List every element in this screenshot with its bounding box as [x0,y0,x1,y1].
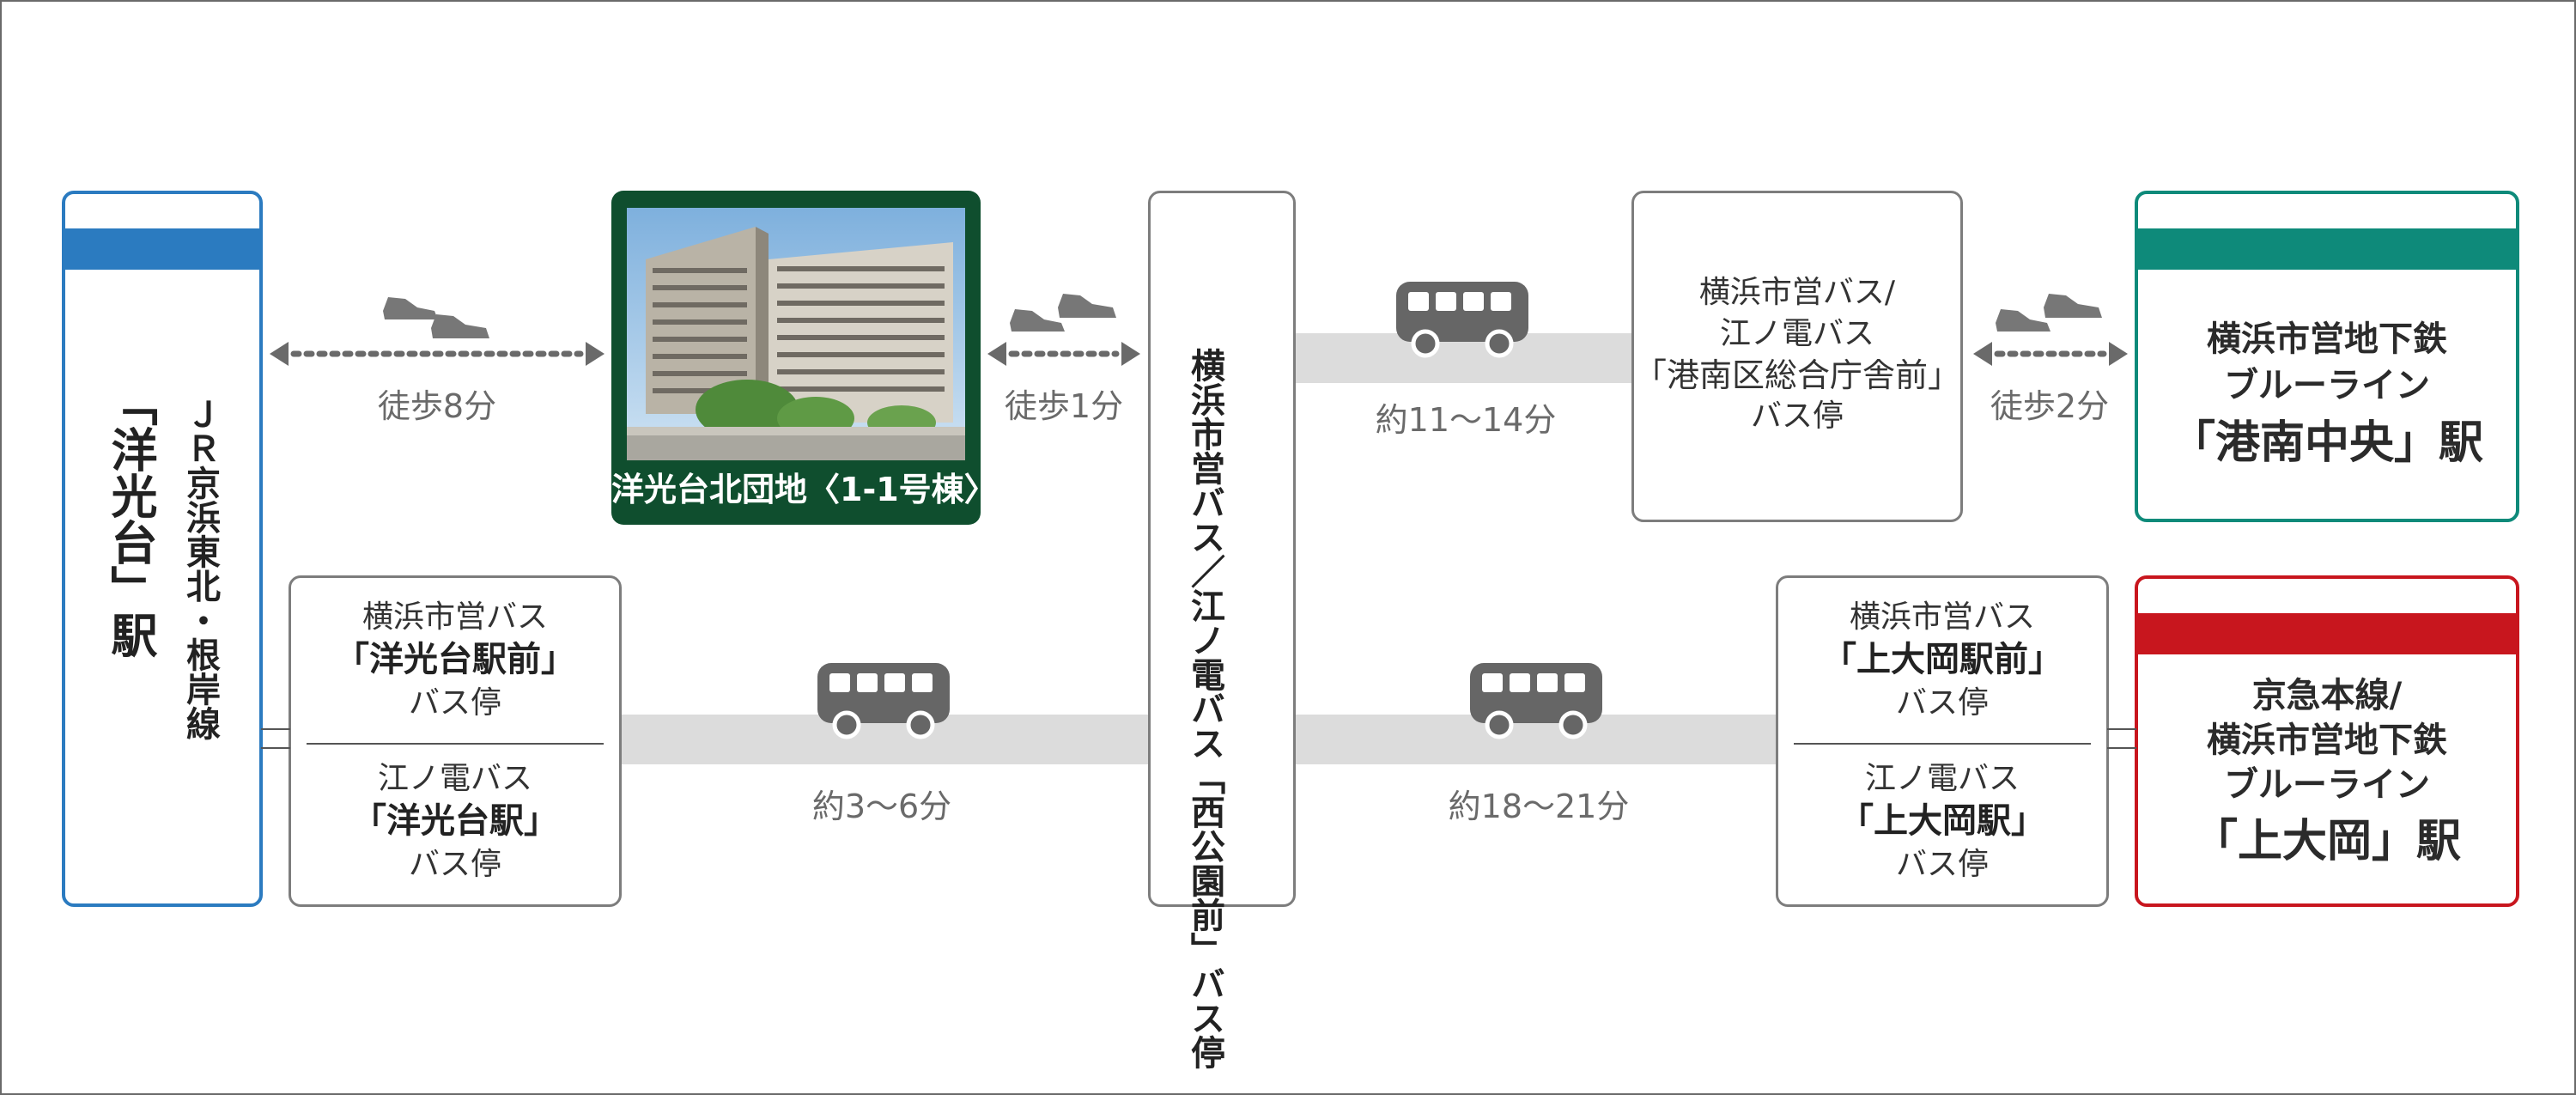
line-color-stripe [2138,228,2516,270]
walking-shoes-icon [1996,294,2102,332]
station-line-name: ＪＲ京浜東北・根岸線 [180,397,220,740]
divider [1794,743,2091,745]
station-line-3: ブルーライン [2224,765,2430,805]
stop-line-1: 横浜市営バス [1849,599,2035,635]
line-color-stripe [2138,613,2516,654]
bus-stop-label: 横浜市営バス／江ノ電バス「西公園前」バス停 [1185,348,1224,1069]
time-bus-kamiooka: 約18〜21分 [1448,788,1630,825]
stop-line-6: バス停 [1895,847,1989,882]
station-line-2: 横浜市営地下鉄 [2207,721,2447,760]
line-color-stripe [65,228,259,270]
stop-line-3: 「港南区総合庁舎前」 [1634,356,1961,394]
stop-line-1: 横浜市営バス/ [1698,275,1896,310]
property-card[interactable]: 洋光台北団地〈1-1号棟〉 [611,191,997,525]
time-walk-stop: 徒歩1分 [1004,387,1124,425]
stop-line-1: 横浜市営バス [361,599,548,635]
stop-line-5: 「洋光台駅」 [352,801,558,841]
station-name: 「上大岡」駅 [2192,816,2461,867]
station-name: 「洋光台」駅 [103,380,157,658]
station-konan-chuo[interactable]: 横浜市営地下鉄 ブルーライン 「港南中央」駅 [2135,191,2519,522]
stop-line-6: バス停 [408,847,501,882]
time-bus-konan: 約11〜14分 [1375,401,1557,439]
stop-line-2: 「上大岡駅前」 [1822,640,2063,679]
stop-line-5: 「上大岡駅」 [1839,801,2045,841]
stop-line-2: 「洋光台駅前」 [335,640,575,679]
bus-stop-konanku-sogochosha[interactable]: 横浜市営バス/ 江ノ電バス 「港南区総合庁舎前」 バス停 [1631,191,1963,522]
stop-line-2: 江ノ電バス [1719,316,1874,351]
station-line-1: 京急本線/ [2251,676,2403,715]
bus-icon [817,663,950,739]
stop-line-4: 江ノ電バス [377,761,532,796]
bus-icon [1470,663,1602,739]
bus-stop-yokodai[interactable]: 横浜市営バス 「洋光台駅前」 バス停 江ノ電バス 「洋光台駅」 バス停 [289,575,622,907]
time-bus-yokodai: 約3〜6分 [811,788,952,825]
time-walk-konan: 徒歩2分 [1990,387,2110,425]
station-line-2: ブルーライン [2224,366,2430,405]
divider [307,743,604,745]
property-name: 洋光台北団地〈1-1号棟〉 [611,471,997,508]
station-kamiooka[interactable]: 京急本線/ 横浜市営地下鉄 ブルーライン 「上大岡」駅 [2135,575,2519,907]
stop-line-3: バス停 [408,685,501,721]
station-line-1: 横浜市営地下鉄 [2207,319,2447,359]
station-name: 「港南中央」駅 [2170,417,2483,469]
time-walk-station: 徒歩8分 [377,387,497,425]
stop-line-4: バス停 [1750,398,1844,434]
walk-arrow-stop-to-konanchuo [1973,342,2128,366]
bus-icon [1396,282,1528,358]
walk-arrow-property-to-stop [987,342,1140,366]
connector-kamiooka [2107,728,2136,749]
walking-shoes-icon [383,297,489,338]
station-yokodai[interactable]: ＪＲ京浜東北・根岸線 「洋光台」駅 [62,191,263,907]
bus-stop-kamiooka[interactable]: 横浜市営バス 「上大岡駅前」 バス停 江ノ電バス 「上大岡駅」 バス停 [1776,575,2109,907]
walk-arrow-station-to-property [270,342,605,366]
stop-line-4: 江ノ電バス [1864,761,2020,796]
stop-line-3: バス停 [1895,685,1989,721]
building-photo [627,208,965,460]
connector-yokodai [261,728,290,749]
walking-shoes-icon [1010,294,1116,332]
bus-stop-nishikoenmae[interactable]: 横浜市営バス／江ノ電バス「西公園前」バス停 [1148,191,1296,1069]
